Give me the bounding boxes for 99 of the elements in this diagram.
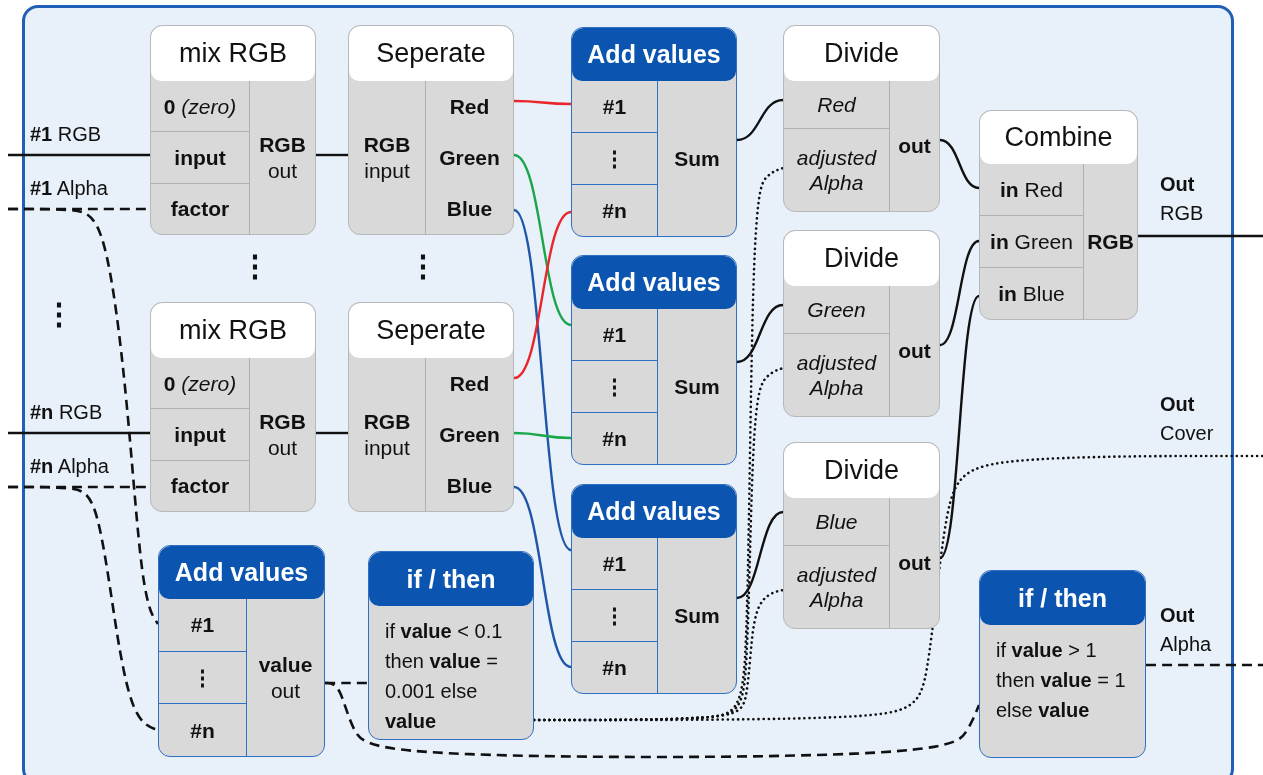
- port-label: out: [897, 338, 932, 365]
- port-label: adjusted Alpha: [784, 127, 889, 211]
- port-label: #1: [189, 612, 216, 639]
- port-label: Green: [438, 421, 501, 448]
- node-card: [979, 110, 1138, 320]
- node-title: Add values: [572, 28, 736, 81]
- node-title: Add values: [572, 485, 736, 538]
- connector-line: [514, 431, 571, 440]
- node-title: Divide: [784, 443, 939, 498]
- connector-line: [939, 239, 980, 347]
- connector-line: [8, 207, 160, 625]
- port-label: #1: [601, 321, 628, 348]
- node-card: [150, 25, 316, 235]
- node-title: mix RGB: [151, 303, 315, 358]
- connector-line: [1146, 663, 1263, 667]
- port-label: #1: [601, 550, 628, 577]
- connector-line: [532, 454, 1263, 722]
- node-card: [571, 27, 737, 237]
- node-title: Divide: [784, 231, 939, 286]
- ellipsis: ⋮: [572, 132, 657, 184]
- connector-line: [513, 485, 572, 669]
- port-label: input: [151, 408, 249, 460]
- connector-line: [514, 99, 571, 106]
- port-label: Blue: [814, 508, 859, 535]
- ellipsis: ⋮: [572, 589, 657, 641]
- ellipsis: ⋮: [572, 360, 657, 412]
- node-card: [783, 230, 940, 417]
- port-label: Blue: [445, 195, 494, 222]
- connector-line: [939, 138, 980, 190]
- connector-line: [316, 431, 348, 435]
- port-label: Green: [806, 296, 867, 323]
- port-label: #n: [572, 184, 657, 236]
- port-label: RGB input: [362, 409, 412, 461]
- port-label: Sum: [673, 602, 721, 629]
- connector-line: [513, 153, 572, 327]
- node-card: [783, 25, 940, 212]
- port-label: out: [897, 133, 932, 160]
- node-title: Add values: [572, 256, 736, 309]
- node-card: [158, 545, 325, 757]
- port-label: adjusted Alpha: [784, 332, 889, 416]
- port-label: 0 (zero): [162, 370, 238, 397]
- port-label: out: [897, 550, 932, 577]
- port-label: #1: [601, 93, 628, 120]
- connector-line: [316, 153, 348, 157]
- node-card: [348, 25, 514, 235]
- connector-line: [939, 295, 980, 559]
- connector-line: [736, 98, 784, 142]
- connector-line: [736, 303, 784, 364]
- port-label: Sum: [673, 145, 721, 172]
- connector-line: [324, 681, 981, 759]
- node-card: [368, 551, 534, 740]
- node-card: [571, 255, 737, 465]
- port-label: #n: [159, 703, 246, 756]
- node-card: [150, 302, 316, 512]
- port-label: Red: [448, 93, 491, 120]
- port-label: Red: [448, 370, 491, 397]
- port-label: RGB: [1086, 228, 1135, 255]
- port-label: RGB out: [258, 132, 307, 184]
- port-label: Green: [438, 144, 501, 171]
- port-label: RGB out: [258, 409, 307, 461]
- node-card: [571, 484, 737, 694]
- node-title: Divide: [784, 26, 939, 81]
- connector-line: [513, 209, 572, 551]
- condition-text: if value < 0.1 then value = 0.001 else value: [384, 619, 504, 734]
- connector-line: [1138, 234, 1263, 238]
- node-title: Seperate: [349, 26, 513, 81]
- port-label: adjusted Alpha: [784, 544, 889, 628]
- port-label: in Green: [980, 215, 1083, 267]
- node-card: [783, 442, 940, 629]
- condition-text: if value > 1 then value = 1 else value: [995, 638, 1127, 723]
- port-label: input: [151, 131, 249, 183]
- port-label: 0 (zero): [162, 93, 238, 120]
- port-label: factor: [151, 182, 249, 234]
- node-title: mix RGB: [151, 26, 315, 81]
- ellipsis: ⋮: [240, 248, 270, 283]
- node-card: [979, 570, 1146, 758]
- ellipsis: ⋮: [408, 248, 438, 283]
- connector-line: [8, 153, 150, 157]
- port-label: Blue: [445, 472, 494, 499]
- port-label: in Red: [999, 176, 1064, 203]
- connector-line: [736, 510, 784, 600]
- ellipsis: ⋮: [159, 650, 246, 704]
- node-card: [348, 302, 514, 512]
- port-label: RGB input: [362, 132, 412, 184]
- port-label: factor: [151, 459, 249, 511]
- ellipsis: ⋮: [44, 296, 74, 331]
- node-title: Seperate: [349, 303, 513, 358]
- node-title: Combine: [980, 111, 1137, 164]
- port-label: Sum: [673, 373, 721, 400]
- node-title: Add values: [159, 546, 324, 599]
- port-label: Red: [816, 91, 857, 118]
- node-title: if / then: [980, 571, 1145, 625]
- node-title: if / then: [369, 552, 533, 606]
- connector-line: [8, 431, 150, 435]
- port-label: #n: [572, 641, 657, 693]
- port-label: #n: [572, 412, 657, 464]
- connector-line: [513, 210, 572, 380]
- port-label: value out: [257, 652, 314, 704]
- port-label: in Blue: [980, 267, 1083, 319]
